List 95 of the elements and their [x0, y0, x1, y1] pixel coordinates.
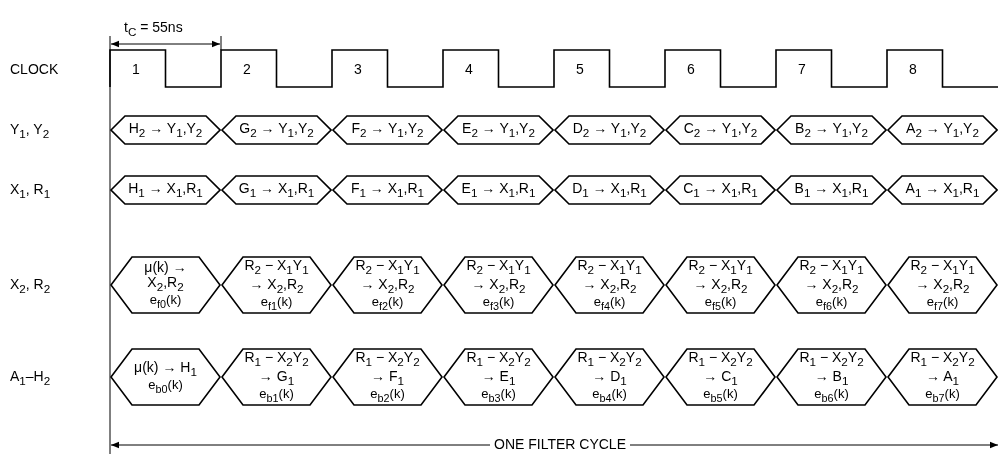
state-hexagon: [332, 115, 443, 145]
state-hexagon: [776, 256, 887, 314]
state-text: R$_{2}$ − X$_{1}$Y$_{1}$ → X$_{2}$,R$_{2}$: [243, 258, 310, 295]
error-term-text: e$_{f6}$(k): [815, 294, 848, 312]
state-hexagon: [776, 115, 887, 145]
state-text: B$_{1}$ → X$_{1}$,R$_{1}$: [794, 180, 869, 199]
error-term-text: e$_{b6}$(k): [814, 386, 849, 404]
cycle-number: 1: [132, 61, 140, 77]
state-hexagon: [665, 115, 776, 145]
state-hexagon: [110, 348, 221, 406]
state-text: G$_{1}$ → X$_{1}$,R$_{1}$: [238, 180, 315, 199]
state-hexagon: [443, 175, 554, 205]
cycle-number: 3: [354, 61, 362, 77]
state-hexagon: [887, 348, 998, 406]
state-text: R$_{1}$ − X$_{2}$Y$_{2}$ → D$_{1}$: [576, 350, 643, 387]
cycle-number: 2: [243, 61, 251, 77]
state-text: G$_{2}$ → Y$_{1}$,Y$_{2}$: [239, 120, 314, 139]
state-text: μ(k) → H$_{1}$: [133, 359, 198, 378]
state-hexagon: [110, 256, 221, 314]
state-text: H$_{2}$ → Y$_{1}$,Y$_{2}$: [128, 120, 203, 139]
state-hexagon: [887, 256, 998, 314]
state-hexagon: [665, 256, 776, 314]
state-text: C$_{1}$ → X$_{1}$,R$_{1}$: [683, 180, 758, 199]
error-term-text: e$_{f7}$(k): [926, 294, 959, 312]
state-text: μ(k) → X$_{2}$,R$_{2}$: [143, 260, 188, 293]
cycle-number: 7: [798, 61, 806, 77]
state-hexagon: [443, 256, 554, 314]
state-hexagon: [221, 256, 332, 314]
state-text: F$_{1}$ → X$_{1}$,R$_{1}$: [350, 180, 425, 199]
error-term-text: e$_{f1}$(k): [260, 294, 293, 312]
state-hexagon: [332, 256, 443, 314]
error-term-text: e$_{b3}$(k): [481, 386, 516, 404]
error-term-text: e$_{f4}$(k): [593, 294, 626, 312]
state-text: R$_{1}$ − X$_{2}$Y$_{2}$ → B$_{1}$: [798, 350, 865, 387]
state-text: E$_{2}$ → Y$_{1}$,Y$_{2}$: [462, 120, 535, 139]
state-text: R$_{1}$ − X$_{2}$Y$_{2}$ → A$_{1}$: [909, 350, 976, 387]
error-term-text: e$_{f0}$(k): [149, 292, 182, 310]
state-text: R$_{2}$ − X$_{1}$Y$_{1}$ → X$_{2}$,R$_{2}$: [576, 258, 643, 295]
error-term-text: e$_{f2}$(k): [371, 294, 404, 312]
dimension-label: ONE FILTER CYCLE: [490, 436, 630, 452]
state-hexagon: [110, 175, 221, 205]
cycle-number: 6: [687, 61, 695, 77]
error-term-text: e$_{b4}$(k): [592, 386, 627, 404]
state-text: R$_{1}$ − X$_{2}$Y$_{2}$ → G$_{1}$: [243, 350, 310, 387]
state-hexagon: [332, 175, 443, 205]
cycle-number: 4: [465, 61, 473, 77]
state-hexagon: [110, 115, 221, 145]
signal-name: X$_{1}$, R$_{1}$: [10, 181, 51, 200]
state-text: B$_{2}$ → Y$_{1}$,Y$_{2}$: [795, 120, 868, 139]
state-hexagon: [665, 348, 776, 406]
state-text: R$_{2}$ − X$_{1}$Y$_{1}$ → X$_{2}$,R$_{2}$: [465, 258, 532, 295]
state-hexagon: [665, 175, 776, 205]
state-hexagon: [554, 115, 665, 145]
state-hexagon: [887, 115, 998, 145]
state-hexagon: [776, 348, 887, 406]
state-text: R$_{2}$ − X$_{1}$Y$_{1}$ → X$_{2}$,R$_{2}$: [909, 258, 976, 295]
state-text: F$_{2}$ → Y$_{1}$,Y$_{2}$: [351, 120, 424, 139]
state-text: A$_{2}$ → Y$_{1}$,Y$_{2}$: [906, 120, 979, 139]
dimension-label: t$_{C}$ = 55ns: [124, 19, 183, 38]
state-hexagon: [443, 115, 554, 145]
state-hexagon: [221, 175, 332, 205]
state-text: C$_{2}$ → Y$_{1}$,Y$_{2}$: [683, 120, 758, 139]
state-hexagon: [776, 175, 887, 205]
state-hexagon: [443, 348, 554, 406]
state-hexagon: [332, 348, 443, 406]
error-term-text: e$_{b0}$(k): [148, 377, 183, 395]
state-text: D$_{1}$ → X$_{1}$,R$_{1}$: [572, 180, 647, 199]
cycle-number: 5: [576, 61, 584, 77]
state-text: R$_{1}$ − X$_{2}$Y$_{2}$ → C$_{1}$: [687, 350, 754, 387]
error-term-text: e$_{b2}$(k): [370, 386, 405, 404]
cycle-number: 8: [909, 61, 917, 77]
error-term-text: e$_{b5}$(k): [703, 386, 738, 404]
signal-name: X$_{2}$, R$_{2}$: [10, 276, 51, 295]
state-text: H$_{1}$ → X$_{1}$,R$_{1}$: [128, 180, 203, 199]
state-text: R$_{1}$ − X$_{2}$Y$_{2}$ → F$_{1}$: [354, 350, 421, 387]
signal-name: CLOCK: [10, 61, 59, 77]
state-text: R$_{1}$ − X$_{2}$Y$_{2}$ → E$_{1}$: [465, 350, 532, 387]
state-hexagon: [887, 175, 998, 205]
error-term-text: e$_{f5}$(k): [704, 294, 737, 312]
error-term-text: e$_{b1}$(k): [259, 386, 294, 404]
state-text: A$_{1}$ → X$_{1}$,R$_{1}$: [905, 180, 980, 199]
error-term-text: e$_{f3}$(k): [482, 294, 515, 312]
state-hexagon: [554, 175, 665, 205]
state-text: R$_{2}$ − X$_{1}$Y$_{1}$ → X$_{2}$,R$_{2}$: [798, 258, 865, 295]
state-hexagon: [554, 256, 665, 314]
state-text: R$_{2}$ − X$_{1}$Y$_{1}$ → X$_{2}$,R$_{2}$: [354, 258, 421, 295]
error-term-text: e$_{b7}$(k): [925, 386, 960, 404]
signal-name: A$_{1}$–H$_{2}$: [10, 368, 51, 387]
state-hexagon: [221, 348, 332, 406]
state-hexagon: [221, 115, 332, 145]
state-text: R$_{2}$ − X$_{1}$Y$_{1}$ → X$_{2}$,R$_{2}$: [687, 258, 754, 295]
signal-name: Y$_{1}$, Y$_{2}$: [10, 121, 50, 140]
state-text: E$_{1}$ → X$_{1}$,R$_{1}$: [461, 180, 536, 199]
state-text: D$_{2}$ → Y$_{1}$,Y$_{2}$: [572, 120, 647, 139]
state-hexagon: [554, 348, 665, 406]
